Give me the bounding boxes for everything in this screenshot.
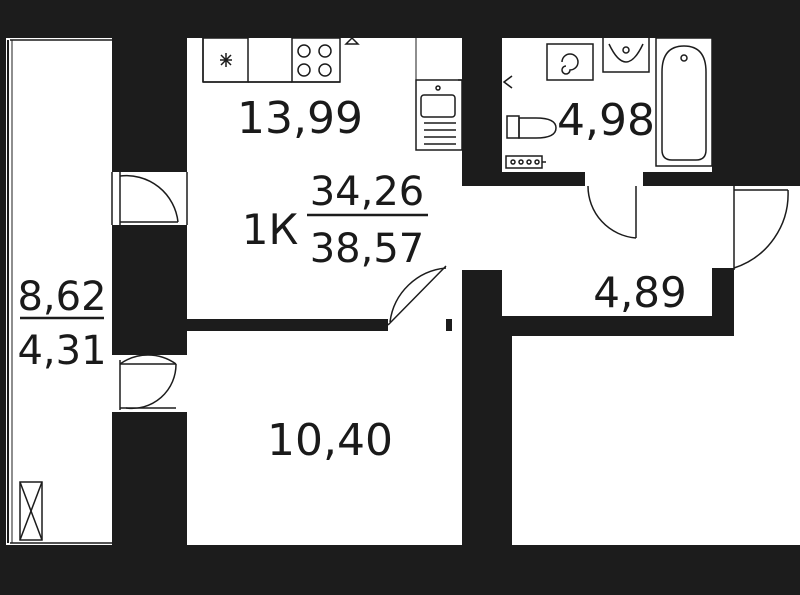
wall-bath-bottom-right [643, 172, 734, 186]
refrigerator-icon [202, 37, 249, 83]
toilet-icon [506, 115, 557, 139]
balcony-reduced-label: 4,31 [17, 328, 106, 374]
sink-icon [415, 79, 463, 151]
hall-area-label: 4,89 [593, 268, 687, 317]
bath-room [502, 38, 712, 172]
bathroom-fixtures [502, 37, 713, 169]
stove-icon [291, 37, 341, 83]
bathtub-icon [655, 37, 713, 167]
washbasin-icon [602, 38, 650, 73]
living-area-label: 34,26 [310, 169, 425, 215]
entry-door-icon [733, 186, 789, 270]
ventilation-icon [19, 481, 43, 541]
balcony-room [10, 38, 112, 545]
bathroom-door-icon [587, 185, 637, 239]
wall-hall-left-col [462, 270, 502, 545]
apartment-type-label: 1К [242, 205, 299, 254]
wall-top-band [0, 0, 800, 38]
balcony-frame [7, 39, 112, 544]
kitchen-fixtures [202, 36, 463, 151]
wall-kitchen-bedroom [187, 319, 388, 331]
wall-hall-bottom [502, 316, 734, 336]
hall-room-2 [502, 186, 712, 316]
wall-bath-bottom-left [462, 172, 585, 186]
total-area-label: 38,57 [310, 226, 425, 272]
bathroom-area-label: 4,98 [557, 95, 655, 146]
outside-right [734, 190, 800, 545]
labels: 13,99 4,98 1К 34,26 38,57 4,89 10,40 8,6… [17, 93, 686, 466]
bedroom-door-icon [387, 265, 447, 326]
wall-left-2 [112, 225, 187, 355]
balcony-total-label: 8,62 [17, 274, 106, 320]
wall-right-band [712, 0, 800, 186]
kitchen-area-label: 13,99 [237, 93, 363, 144]
balcony-door-upper-icon [111, 172, 188, 225]
riser-marker-icon [502, 75, 513, 89]
wall-bottom-band [0, 545, 512, 595]
wall-left-1 [112, 38, 187, 172]
wall-outer-left [0, 38, 6, 545]
wall-left-3 [112, 412, 187, 545]
heater-icon [505, 155, 546, 169]
room-fills [10, 38, 800, 545]
wall-bottom-band-right [512, 545, 800, 595]
bedroom-area-label: 10,40 [267, 415, 393, 466]
doors [111, 172, 789, 410]
washing-machine-icon [546, 43, 594, 81]
hood-marker-icon [344, 36, 360, 45]
bedroom-room [187, 331, 462, 545]
wall-kitchen-bath [462, 38, 502, 185]
balcony-door-lower-icon [119, 354, 177, 410]
